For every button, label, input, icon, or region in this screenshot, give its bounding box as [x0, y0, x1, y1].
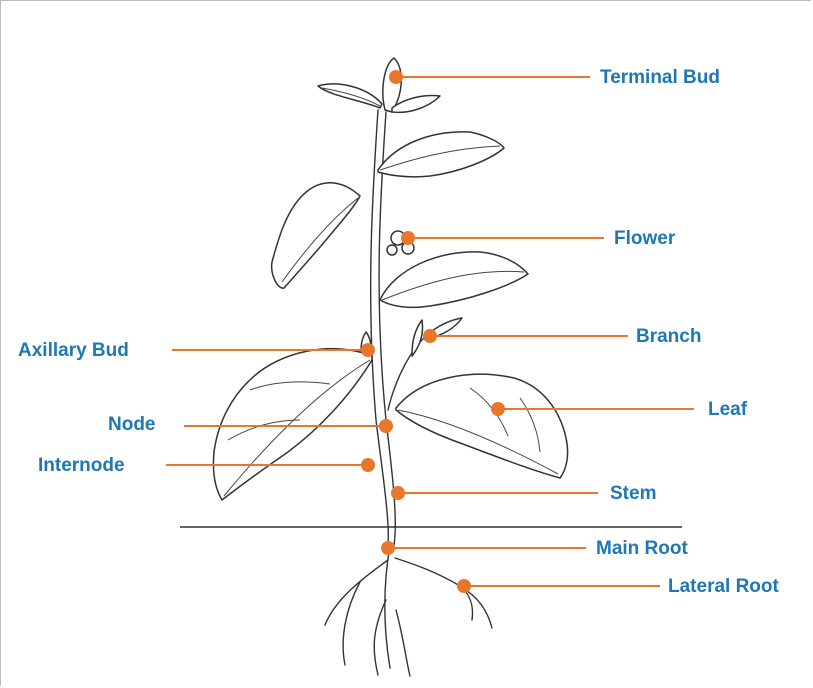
label-flower: Flower	[614, 228, 676, 249]
label-leaf: Leaf	[708, 399, 748, 420]
label-internode: Internode	[38, 455, 125, 476]
label-terminal-bud: Terminal Bud	[600, 67, 720, 88]
middle-right-leaf	[380, 252, 528, 308]
lower-left-leaf	[213, 349, 372, 500]
callout-lateral-root	[457, 579, 660, 593]
label-axillary-bud: Axillary Bud	[18, 340, 129, 361]
label-lateral-root: Lateral Root	[668, 576, 780, 597]
label-node: Node	[108, 414, 156, 435]
label-main-root: Main Root	[596, 538, 688, 559]
main-root-line	[385, 545, 390, 668]
upper-right-leaf	[378, 132, 504, 177]
callout-terminal-bud	[389, 70, 590, 84]
callout-flower	[401, 231, 604, 245]
label-stem: Stem	[610, 483, 656, 504]
callout-stem	[391, 486, 598, 500]
label-branch: Branch	[636, 326, 701, 347]
callout-branch	[423, 329, 628, 343]
lower-right-leaf	[396, 374, 568, 478]
callout-main-root	[381, 541, 586, 555]
plant-illustration	[213, 58, 567, 676]
upper-left-leaf	[272, 183, 360, 288]
